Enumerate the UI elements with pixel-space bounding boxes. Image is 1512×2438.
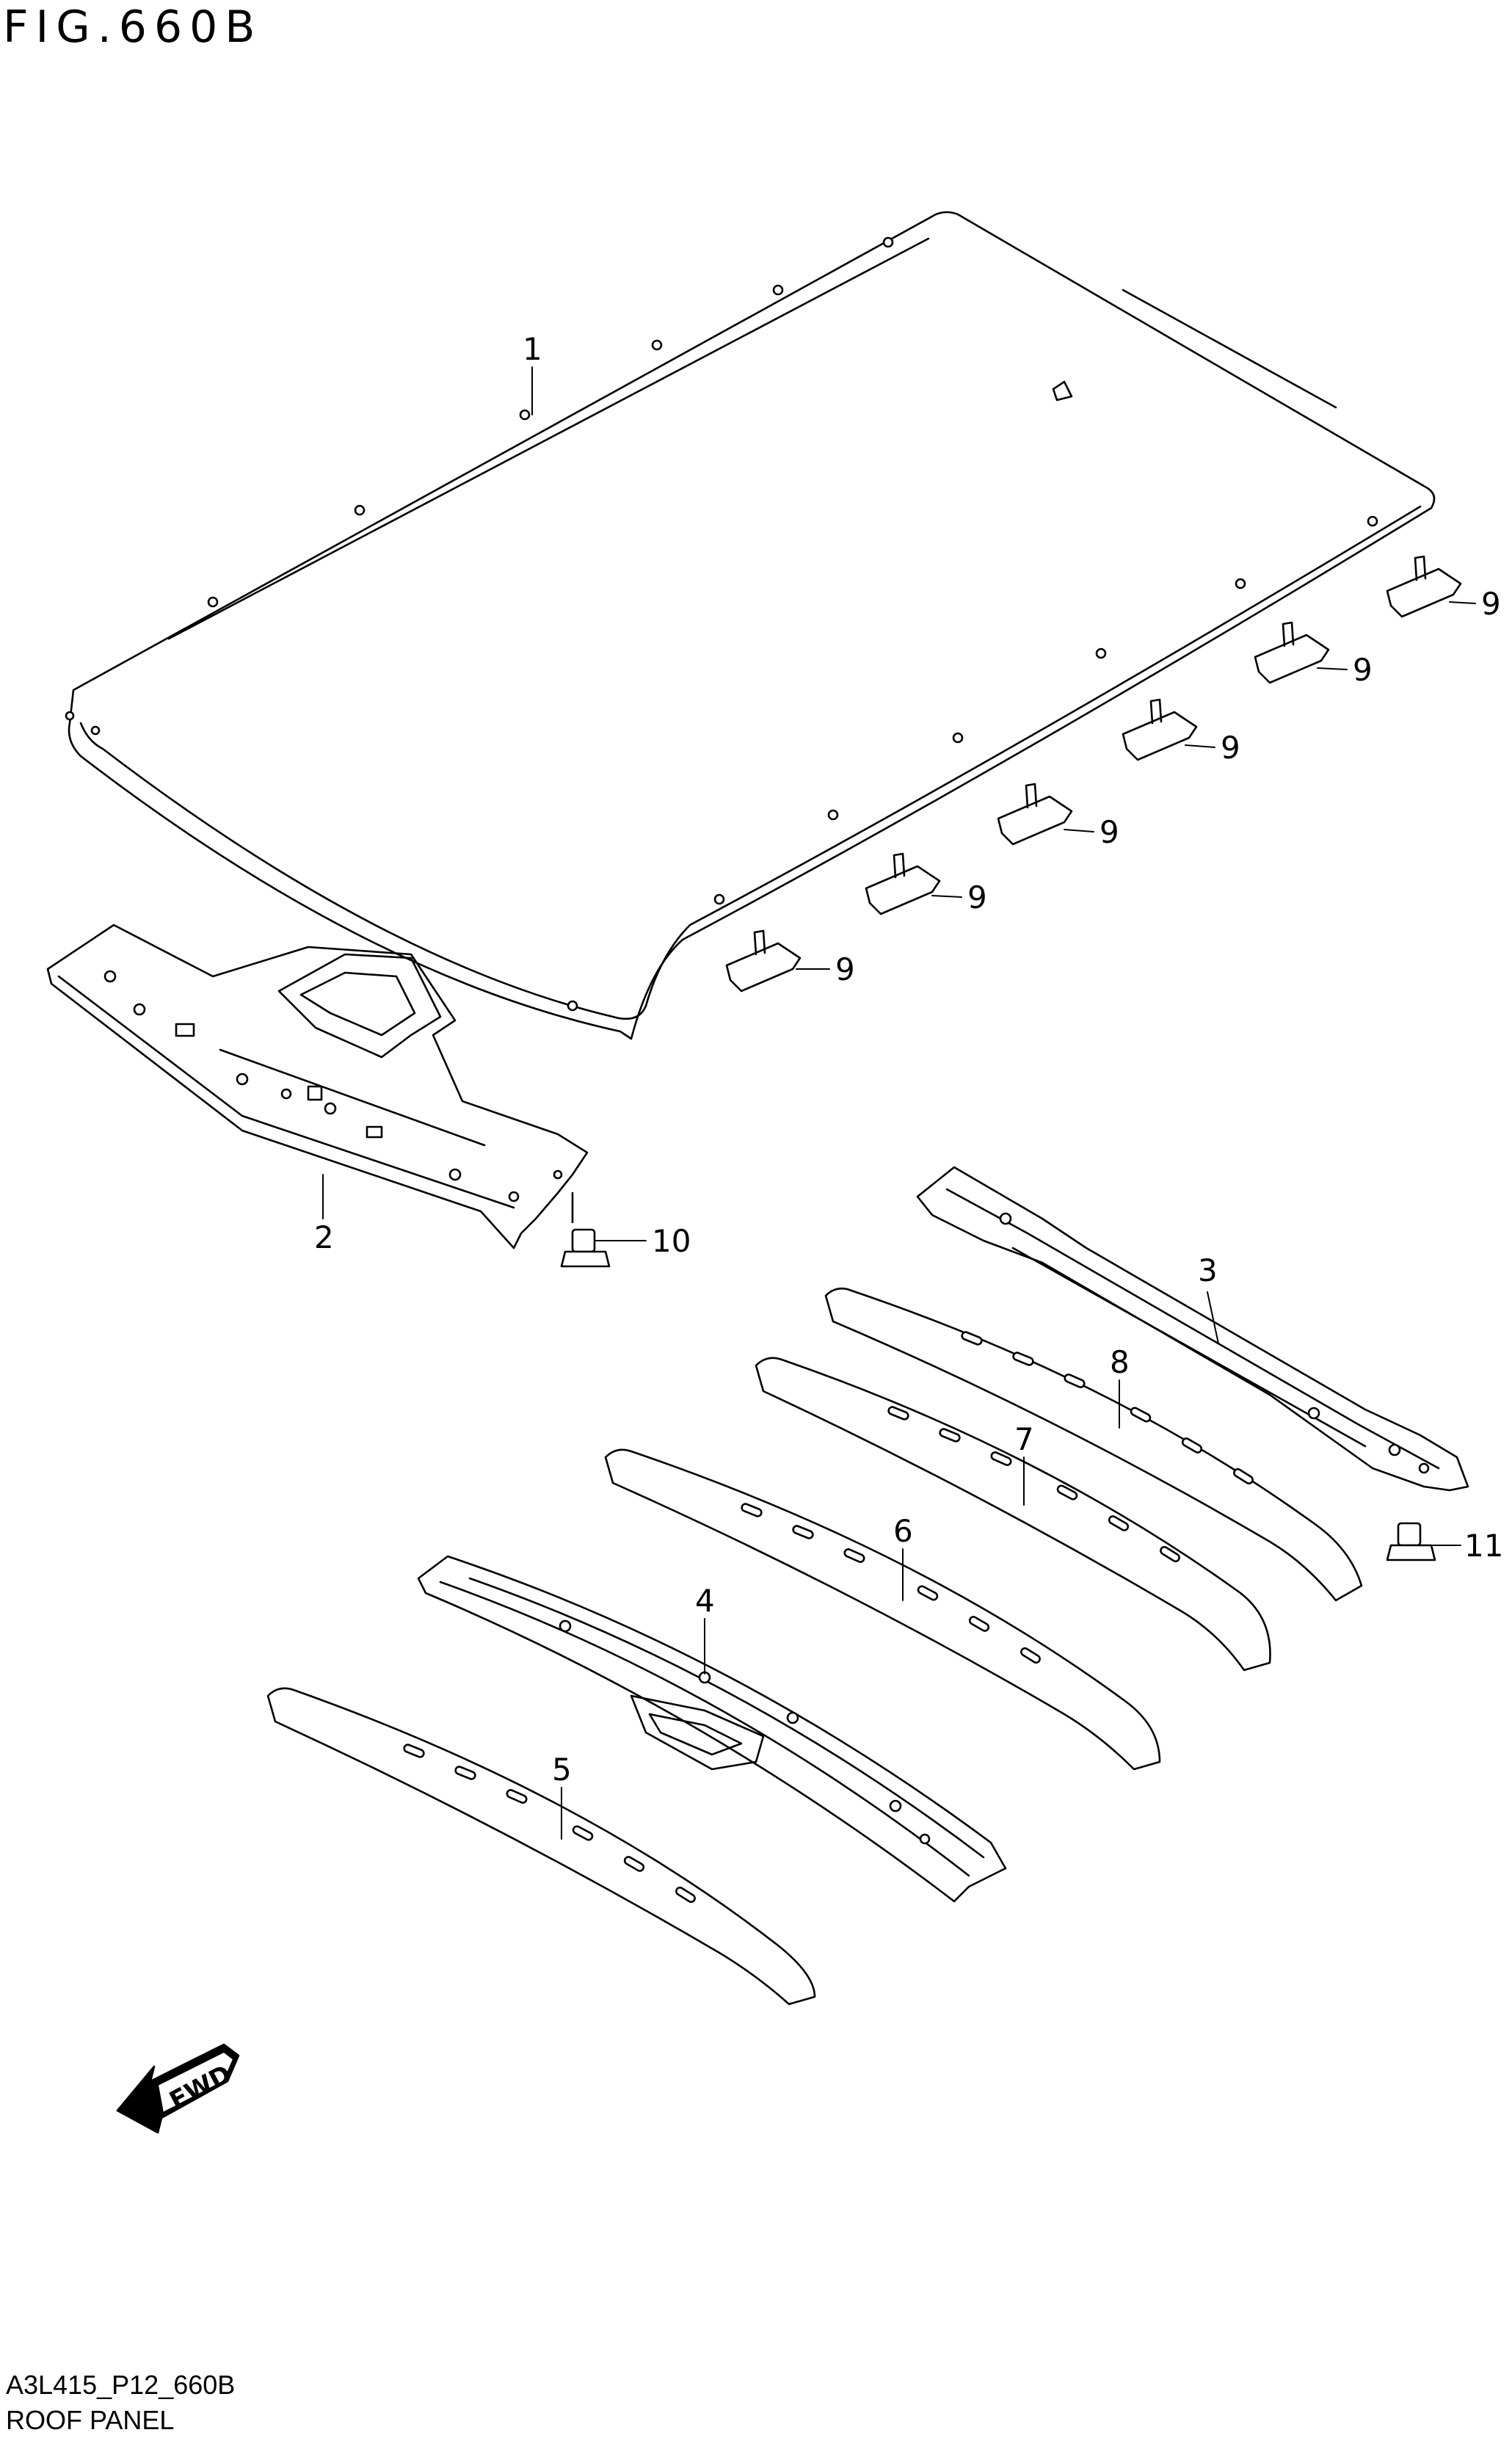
drawing-code: A3L415_P12_660B xyxy=(6,2370,236,2400)
callout-9c: 9 xyxy=(1221,730,1240,766)
callout-4: 4 xyxy=(695,1583,715,1619)
front-roof-header-part[interactable] xyxy=(46,924,589,1249)
roof-bow-7-part[interactable] xyxy=(755,1357,1271,1672)
callout-3: 3 xyxy=(1198,1252,1218,1288)
roof-panel-part[interactable] xyxy=(65,211,1436,1040)
roof-bow-8-part[interactable] xyxy=(824,1287,1363,1602)
roof-clip-9a-part[interactable] xyxy=(1386,555,1462,618)
roof-bow-6-part[interactable] xyxy=(604,1448,1161,1771)
figure-title: FIG.660B xyxy=(3,1,263,53)
callout-labels: 1 2 3 8 7 6 4 5 9 9 9 9 9 9 10 11 xyxy=(314,331,1503,1788)
roof-clip-9e-part[interactable] xyxy=(865,852,941,915)
drawing-caption: ROOF PANEL xyxy=(6,2405,175,2435)
center-roof-bow-part[interactable] xyxy=(417,1555,1007,1903)
callout-9b: 9 xyxy=(1353,652,1373,688)
callout-10: 10 xyxy=(652,1223,691,1259)
roof-clip-9c-part[interactable] xyxy=(1122,698,1198,761)
bolt-11-part[interactable] xyxy=(1386,1522,1436,1561)
callout-9d: 9 xyxy=(1100,814,1119,850)
callout-6: 6 xyxy=(893,1513,913,1549)
callout-9a: 9 xyxy=(1481,586,1501,622)
callout-7: 7 xyxy=(1014,1421,1034,1457)
callout-5: 5 xyxy=(552,1752,572,1788)
roof-clip-9f-part[interactable] xyxy=(725,929,802,993)
callout-2: 2 xyxy=(314,1219,334,1255)
roof-clip-9d-part[interactable] xyxy=(997,783,1073,846)
callout-1: 1 xyxy=(523,331,542,367)
roof-side-bracket-part[interactable] xyxy=(916,1166,1469,1492)
callout-8: 8 xyxy=(1110,1344,1130,1380)
roof-clip-9b-part[interactable] xyxy=(1254,621,1330,684)
callout-9f: 9 xyxy=(835,951,855,987)
fwd-arrow-icon: FWD xyxy=(116,2043,240,2134)
bolt-10-part[interactable] xyxy=(560,1191,611,1268)
callout-11: 11 xyxy=(1464,1528,1503,1564)
callout-9e: 9 xyxy=(967,879,987,915)
roof-bow-5-part[interactable] xyxy=(266,1687,816,2006)
leader-lines xyxy=(322,366,1476,1840)
